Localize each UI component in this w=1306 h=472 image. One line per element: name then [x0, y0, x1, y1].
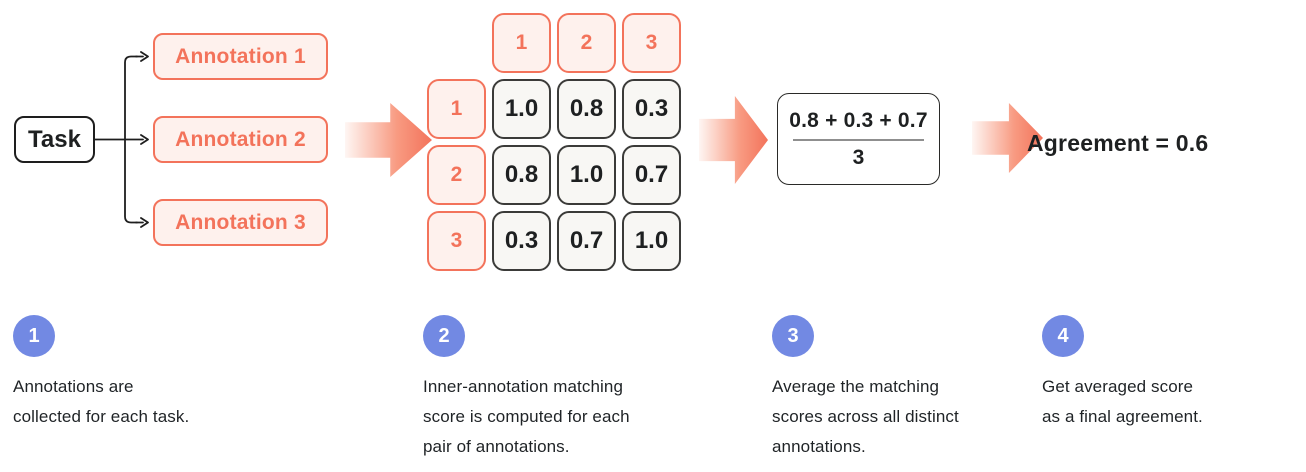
matrix-cell-3-2: 0.7: [557, 211, 616, 271]
step-2-description: Inner-annotation matching score is compu…: [423, 377, 630, 456]
step-2-number: 2: [438, 324, 450, 347]
step-item-4: 4 Get averaged score as a final agreemen…: [1042, 315, 1203, 432]
matrix-cell-1-3: 0.3: [622, 79, 681, 139]
annotation-3-box: Annotation 3: [153, 199, 328, 246]
step-1-badge: 1: [13, 315, 55, 357]
task-box: Task: [14, 116, 95, 163]
annotation-2-label: Annotation 2: [175, 127, 306, 151]
matrix-col-header-1: 1: [492, 13, 551, 73]
annotation-1-label: Annotation 1: [175, 44, 306, 68]
agreement-result-text: Agreement = 0.6: [1027, 130, 1209, 156]
step-3-number: 3: [787, 324, 799, 347]
step-item-1: 1 Annotations are collected for each tas…: [13, 315, 189, 432]
matrix-cell-3-3: 1.0: [622, 211, 681, 271]
matrix-row-header-1: 1: [427, 79, 486, 139]
step-item-3: 3 Average the matching scores across all…: [772, 315, 959, 462]
matrix-cell-1-1: 1.0: [492, 79, 551, 139]
matrix-cell-1-2: 0.8: [557, 79, 616, 139]
matrix-col-header-3: 3: [622, 13, 681, 73]
annotation-3-label: Annotation 3: [175, 210, 306, 234]
matrix-row-header-2: 2: [427, 145, 486, 205]
matrix-cell-2-1: 0.8: [492, 145, 551, 205]
step-4-number: 4: [1057, 324, 1069, 347]
matrix-col-header-2: 2: [557, 13, 616, 73]
branch-line: [124, 55, 138, 224]
step-3-description: Average the matching scores across all d…: [772, 377, 959, 456]
fraction-denominator: 3: [852, 145, 865, 169]
step-2-badge: 2: [423, 315, 465, 357]
fraction-numerator: 0.8 + 0.3 + 0.7: [789, 108, 928, 132]
step-4-description: Get averaged score as a final agreement.: [1042, 377, 1203, 426]
matrix-cell-2-2: 1.0: [557, 145, 616, 205]
arrow-right-icon-1: [345, 103, 432, 177]
step-1-number: 1: [28, 324, 40, 347]
step-3-badge: 3: [772, 315, 814, 357]
fraction-bar: [793, 138, 924, 141]
matrix-cell-2-3: 0.7: [622, 145, 681, 205]
step-item-2: 2 Inner-annotation matching score is com…: [423, 315, 630, 462]
annotation-2-box: Annotation 2: [153, 116, 328, 163]
matrix-cell-3-1: 0.3: [492, 211, 551, 271]
matching-score-matrix: 1 2 3 1 1.0 0.8 0.3 2 0.8 1.0 0.7 3 0.3 …: [427, 13, 681, 271]
annotation-1-box: Annotation 1: [153, 33, 328, 80]
task-label: Task: [28, 125, 81, 153]
step-4-badge: 4: [1042, 315, 1084, 357]
step-1-description: Annotations are collected for each task.: [13, 377, 190, 426]
matrix-row-header-3: 3: [427, 211, 486, 271]
average-fraction-box: 0.8 + 0.3 + 0.7 3: [777, 93, 940, 185]
arrow-right-icon-2: [699, 96, 768, 184]
